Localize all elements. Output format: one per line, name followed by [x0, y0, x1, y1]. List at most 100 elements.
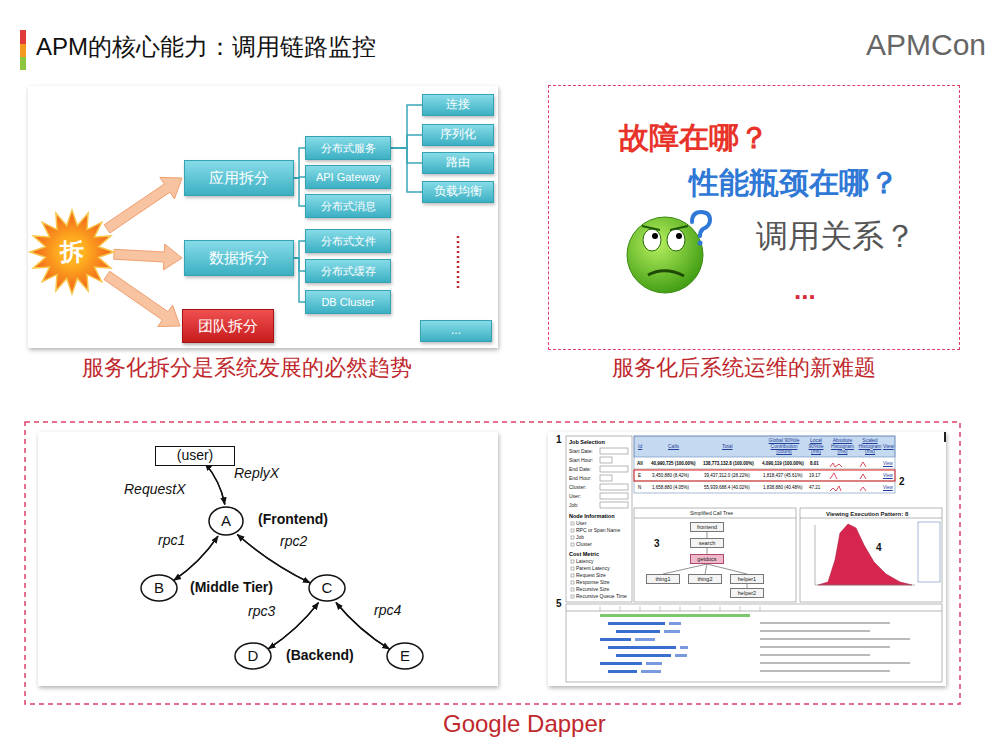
node-text: 应用拆分	[209, 170, 269, 187]
call-tree-box: getdocs	[690, 554, 724, 564]
text-label: Absolute Histogram (ms)	[829, 438, 856, 455]
node-text: ...	[451, 324, 461, 337]
text-label: 服务化后系统运维的新难题	[612, 356, 876, 380]
text-label: View	[883, 474, 893, 479]
text-label: Id	[638, 444, 642, 450]
scale-tick	[620, 606, 621, 611]
text-label: Parent Latency	[576, 566, 610, 572]
text-label: 8.01	[810, 462, 819, 467]
process-box: 序列化	[422, 124, 494, 146]
caption: Google Dapper	[443, 711, 606, 737]
text-label: 4,090,119 (100.00%)	[762, 462, 804, 467]
text-label: 1,818,437 (45.61%)	[763, 474, 803, 479]
bracket-connector	[391, 148, 422, 192]
call-tree-box: helper1	[730, 574, 764, 584]
timeline-bar	[600, 638, 631, 641]
node-text: thing1	[656, 576, 671, 582]
process-box: 分布式缓存	[305, 259, 391, 283]
text-label: All	[637, 462, 643, 467]
node-text: 故障在哪？	[619, 121, 769, 154]
bracket-connector	[391, 105, 422, 148]
node-text: 序列化	[440, 128, 476, 141]
text-label: Cost Metric	[569, 551, 599, 557]
tree-connector	[707, 564, 747, 574]
text-label: Job Selection	[569, 439, 605, 445]
bracket-connector	[294, 148, 305, 178]
service-circle: D	[234, 642, 272, 670]
text-label: Response Size	[576, 580, 610, 586]
illegible-text-line	[760, 670, 890, 672]
timeline-bar	[641, 670, 661, 673]
text-label: (Frontend)	[258, 512, 328, 527]
text-label: Scaled Histogram (ms)	[858, 438, 882, 455]
process-box: ...	[420, 320, 492, 342]
node-text: 拆	[60, 239, 84, 265]
circle-outline	[209, 507, 243, 535]
timeline-bar	[600, 614, 750, 617]
node-text: 负载均衡	[434, 185, 482, 198]
timeline-bar	[608, 670, 637, 673]
bracket-connector	[294, 178, 305, 206]
node-text: 调用关系？	[756, 219, 916, 254]
scale-tick	[600, 606, 601, 611]
text-label: 1,658,880 (4.05%)	[652, 486, 689, 491]
edge-label: ReplyX	[232, 466, 281, 481]
text-label: N	[638, 486, 641, 491]
block-arrow	[114, 244, 182, 270]
node-text: C	[322, 580, 333, 597]
text-label: Job	[576, 535, 584, 541]
process-box: 团队拆分	[182, 309, 274, 343]
text-label: Simplified Call Tree	[690, 511, 733, 517]
illegible-text-line	[760, 654, 870, 656]
text-label: Request Size	[576, 573, 606, 579]
node-text: B	[154, 580, 164, 597]
process-box: 数据拆分	[184, 240, 294, 276]
text-label: Recursive Size	[576, 587, 609, 593]
ellipsis-line	[457, 236, 460, 290]
text-label: Node Information	[569, 513, 615, 519]
text-label: Recursive Queue Time	[576, 594, 627, 600]
illegible-text-line	[760, 662, 910, 664]
timeline-bar	[608, 646, 676, 649]
text-label: Job:	[569, 503, 578, 509]
edge-mark	[944, 432, 946, 442]
node-text: DB Cluster	[321, 296, 374, 308]
service-box: (user)	[155, 446, 235, 466]
node-text: D	[248, 648, 259, 665]
node-text: thing2	[698, 576, 713, 582]
illegible-text-line	[760, 646, 890, 648]
burst-node: 拆	[30, 210, 114, 294]
text-label: RPC or Span Name	[576, 528, 620, 534]
text-label: Calls	[668, 444, 679, 450]
circle-outline	[235, 643, 271, 669]
node-text: E	[400, 648, 410, 665]
service-circle: E	[386, 642, 424, 670]
timeline-bar	[600, 662, 642, 665]
text-label: 5	[556, 598, 562, 609]
process-box: 路由	[422, 152, 494, 174]
service-circle: A	[208, 506, 244, 536]
edge-label: rpc3	[246, 604, 277, 619]
node-text: frontend	[697, 524, 717, 530]
text-label: View	[883, 486, 893, 491]
question-panel: 故障在哪？性能瓶颈在哪？调用关系？...	[548, 85, 960, 350]
node-text: getdocs	[697, 556, 716, 562]
call-arrow	[237, 535, 310, 583]
text-label: Total	[722, 444, 733, 450]
node-text: helper1	[738, 576, 756, 582]
node-text: A	[221, 513, 231, 530]
title-strip	[20, 44, 26, 57]
text-label: 2	[899, 476, 905, 487]
text-label: Cluster:	[569, 485, 586, 491]
image-panel	[28, 86, 498, 348]
process-box: DB Cluster	[305, 290, 391, 314]
illegible-text-line	[760, 638, 910, 640]
text-label: Global 90%ile Contribution (count)	[766, 438, 802, 455]
text-label: User:	[569, 494, 581, 500]
text-label: View	[883, 462, 893, 467]
call-arrow	[205, 463, 225, 504]
ui-screenshot	[566, 436, 942, 682]
text-label: Cluster	[576, 542, 592, 548]
text-label: E	[638, 474, 641, 479]
